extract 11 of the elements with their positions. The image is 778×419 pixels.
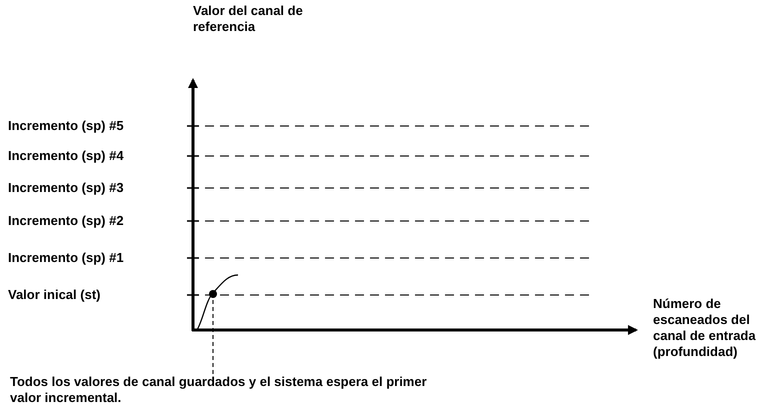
- level-label: Incremento (sp) #3: [8, 180, 125, 196]
- point-marker: [209, 290, 217, 298]
- level-label: Incremento (sp) #1: [8, 250, 125, 266]
- level-label: Incremento (sp) #2: [8, 213, 125, 229]
- level-label: Valor inical (st): [8, 287, 102, 303]
- level-label: Incremento (sp) #4: [8, 148, 125, 164]
- x-axis-title: Número de escaneados del canal de entrada (profundidad): [653, 296, 757, 360]
- note-text: Todos los valores de canal guardados y el sistema espera el primer valor incremental.: [10, 374, 430, 406]
- leader-line: [212, 298, 214, 374]
- y-axis-title: Valor del canal de referencia: [193, 3, 304, 35]
- level-label: Incremento (sp) #5: [8, 118, 125, 134]
